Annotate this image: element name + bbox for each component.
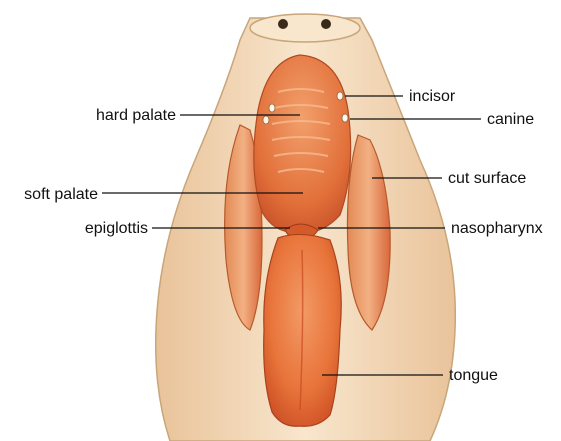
- right-nostril: [321, 19, 331, 29]
- label-hard-palate: hard palate: [96, 107, 176, 124]
- label-soft-palate: soft palate: [24, 186, 98, 203]
- snout-tip: [250, 14, 360, 42]
- palate: [254, 55, 351, 232]
- label-canine: canine: [487, 111, 534, 128]
- label-tongue: tongue: [449, 367, 498, 384]
- label-epiglottis: epiglottis: [85, 220, 148, 237]
- left-nostril: [278, 19, 288, 29]
- label-incisor: incisor: [409, 88, 456, 105]
- label-cut-surface: cut surface: [448, 170, 526, 187]
- label-nasopharynx: nasopharynx: [451, 220, 543, 237]
